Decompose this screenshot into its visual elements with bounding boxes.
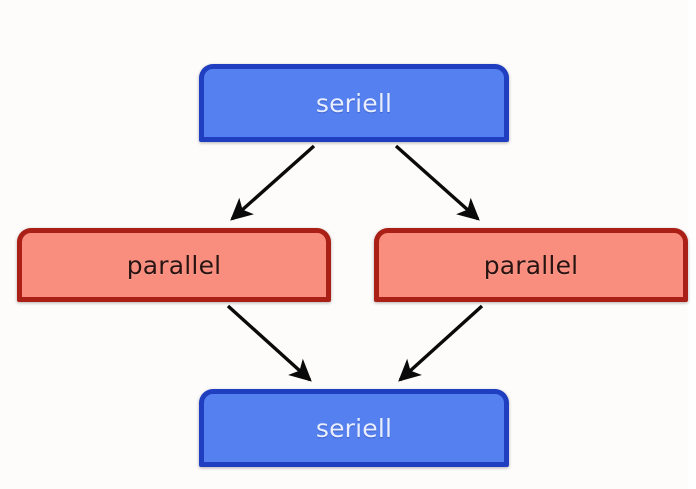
node-seriell-top[interactable]: seriell: [199, 64, 509, 142]
node-label: parallel: [126, 250, 222, 280]
edge-top-to-right: [394, 144, 480, 221]
node-label: seriell: [315, 88, 393, 118]
edge-right-to-bottom: [398, 304, 484, 382]
node-label: parallel: [483, 250, 579, 280]
edge-left-to-bottom: [226, 304, 312, 382]
node-parallel-left[interactable]: parallel: [17, 228, 331, 302]
node-label: seriell: [315, 413, 393, 443]
node-seriell-bottom[interactable]: seriell: [199, 389, 509, 467]
right-edge-seam: [688, 0, 696, 489]
node-parallel-right[interactable]: parallel: [374, 228, 688, 302]
edge-top-to-left: [230, 144, 316, 221]
